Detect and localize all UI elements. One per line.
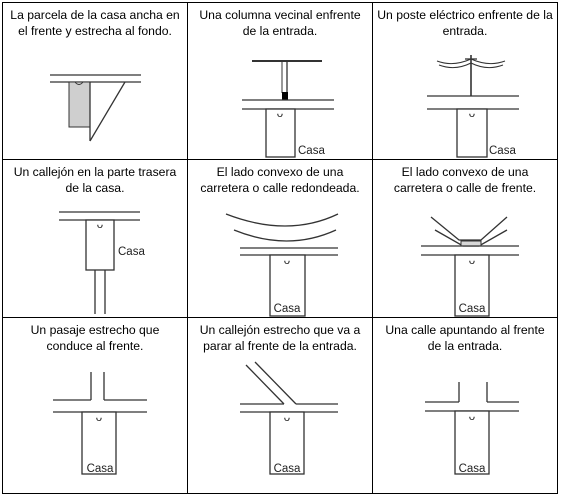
cell-narrow-alley-ending: Un callejón estrecho que va a parar al f… bbox=[187, 317, 373, 494]
cell-convex-curved-road: El lado convexo de una carretera o calle… bbox=[187, 159, 373, 318]
door-icon: ᴗ bbox=[96, 412, 102, 424]
cell-rear-alley: Un callejón en la parte trasera de la ca… bbox=[2, 159, 188, 318]
diagram-electric-pole: ᴗ Casa bbox=[427, 55, 519, 158]
door-icon: ᴗ bbox=[469, 108, 475, 120]
house-label: Casa bbox=[298, 145, 325, 157]
cell-caption: La parcela de la casa ancha en el frente… bbox=[10, 8, 180, 38]
cell-electric-pole: Un poste eléctrico enfrente de la entrad… bbox=[372, 2, 558, 160]
house-label: Casa bbox=[87, 463, 114, 475]
door-icon: ᴗ bbox=[469, 255, 475, 267]
cell-caption: Una columna vecinal enfrente de la entra… bbox=[199, 8, 361, 38]
door-icon: ᴗ bbox=[97, 219, 103, 231]
door-icon: ᴗ bbox=[277, 108, 283, 120]
diagram-wide-front-lot bbox=[50, 74, 141, 142]
diagram-narrow-alley-ending: ᴗ Casa bbox=[240, 361, 338, 475]
cell-caption: Un callejón estrecho que va a parar al f… bbox=[199, 323, 361, 353]
house-label: Casa bbox=[489, 145, 516, 157]
cell-caption: Un callejón en la parte trasera de la ca… bbox=[13, 165, 177, 195]
diagram-column-in-front: ᴗ Casa bbox=[242, 60, 334, 158]
cell-caption: El lado convexo de una carretera o calle… bbox=[200, 165, 360, 195]
house-label: Casa bbox=[274, 463, 301, 475]
door-icon: ᴗ bbox=[469, 411, 475, 423]
diagram-street-pointing: ᴗ Casa bbox=[425, 382, 519, 475]
cell-caption: Un pasaje estrecho que conduce al frente… bbox=[30, 323, 160, 353]
cell-wide-front-lot: La parcela de la casa ancha en el frente… bbox=[2, 2, 188, 160]
cell-caption: Una calle apuntando al frente de la entr… bbox=[385, 323, 545, 353]
house-label: Casa bbox=[274, 303, 301, 315]
door-icon: ᴗ bbox=[284, 255, 290, 267]
diagram-rear-alley: ᴗ Casa bbox=[59, 211, 145, 314]
house-label: Casa bbox=[118, 246, 145, 258]
diagram-convex-curved-road: ᴗ Casa bbox=[225, 213, 339, 317]
cell-caption: El lado convexo de una carretera o calle… bbox=[393, 165, 537, 195]
cell-column-in-front: Una columna vecinal enfrente de la entra… bbox=[187, 2, 373, 160]
house-label: Casa bbox=[459, 463, 486, 475]
cell-caption: Un poste eléctrico enfrente de la entrad… bbox=[377, 8, 553, 38]
house-label: Casa bbox=[459, 303, 486, 315]
cell-street-pointing: Una calle apuntando al frente de la entr… bbox=[372, 317, 558, 494]
cell-narrow-passage: Un pasaje estrecho que conduce al frente… bbox=[2, 317, 188, 494]
diagram-convex-road-front: ᴗ Casa bbox=[421, 216, 519, 317]
diagram-narrow-passage: ᴗ Casa bbox=[53, 372, 147, 475]
cell-convex-road-front: El lado convexo de una carretera o calle… bbox=[372, 159, 558, 318]
door-icon: ᴗ bbox=[284, 412, 290, 424]
